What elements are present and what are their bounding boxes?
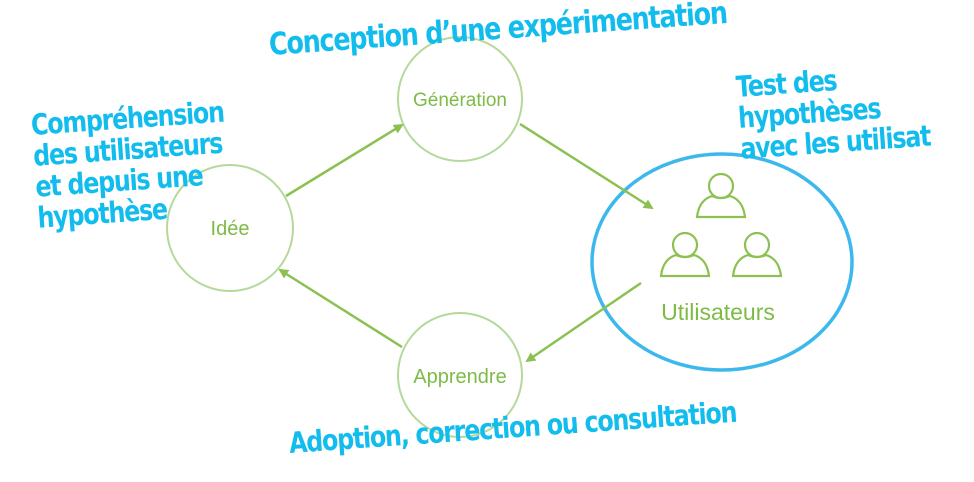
- note-comprehension: Compréhension des utilisateurs et depuis…: [30, 94, 273, 235]
- note-test: Test des hypothèses avec les utilisat: [735, 56, 973, 166]
- node-idee: Idée: [166, 164, 294, 292]
- arrow-generation-to-utilisateurs: [519, 122, 654, 210]
- node-idee-label: Idée: [211, 218, 250, 240]
- arrow-apprendre-to-idee: [278, 268, 403, 349]
- user-icon: [695, 172, 747, 219]
- arrow-idee-to-generation: [285, 123, 404, 198]
- arrow-utilisateurs-to-apprendre: [525, 281, 642, 363]
- node-utilisateurs: Utilisateurs: [590, 152, 854, 372]
- node-utilisateurs-label: Utilisateurs: [661, 299, 775, 325]
- node-generation-label: Génération: [413, 90, 507, 111]
- user-icon: [659, 231, 711, 278]
- node-generation: Génération: [397, 36, 523, 162]
- node-apprendre-label: Apprendre: [413, 366, 506, 388]
- user-icon: [731, 231, 783, 278]
- node-apprendre: Apprendre: [397, 312, 523, 438]
